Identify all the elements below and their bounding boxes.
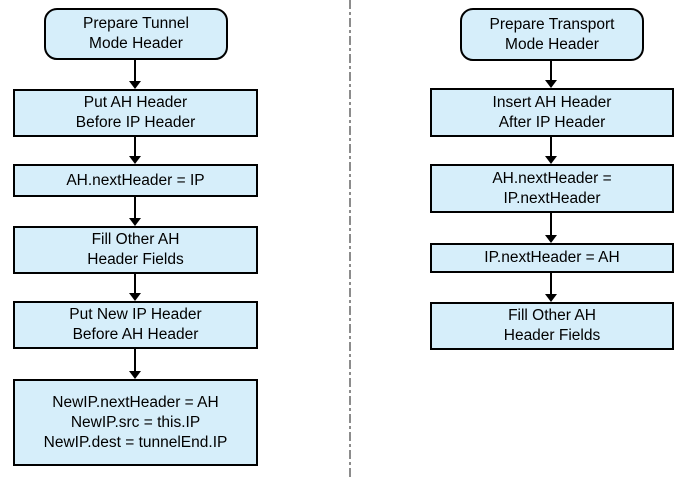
node-text-line: Prepare Tunnel <box>83 15 189 32</box>
node-text-line: NewIP.dest = tunnelEnd.IP <box>43 433 228 451</box>
node-put-ah-header-before-ip-header: Put AH Header Before IP Header <box>13 89 258 137</box>
flow-arrow <box>129 274 141 301</box>
node-ah-nextheader-ip: AH.nextHeader = IP <box>13 164 258 197</box>
column-divider <box>349 0 351 479</box>
arrow-shaft <box>134 349 136 373</box>
arrowhead-icon <box>545 294 557 302</box>
node-text-line: IP.nextHeader <box>503 189 601 207</box>
arrowhead-icon <box>129 156 141 164</box>
node-text-line: Put AH Header <box>83 94 188 111</box>
node-text-line: Before IP Header <box>75 114 196 131</box>
node-ip-nextheader-ah: IP.nextHeader = AH <box>430 243 674 273</box>
node-text-line: IP.nextHeader = AH <box>484 249 620 266</box>
node-text-line: Put New IP Header <box>69 306 202 323</box>
arrowhead-icon <box>129 293 141 301</box>
arrowhead-icon <box>129 218 141 226</box>
arrowhead-icon <box>545 80 557 88</box>
node-text-line: Insert AH Header <box>492 93 612 111</box>
arrowhead-icon <box>129 371 141 379</box>
node-text-line: Header Fields <box>87 251 184 268</box>
node-text-line: AH.nextHeader = IP <box>66 171 205 189</box>
node-text-line: Mode Header <box>89 35 183 52</box>
node-text-line: After IP Header <box>498 113 606 131</box>
arrow-shaft <box>550 213 552 237</box>
arrow-shaft <box>134 137 136 158</box>
node-prepare-transport-mode-header: Prepare Transport Mode Header <box>460 8 644 61</box>
node-fill-other-ah-header-fields-transport: Fill Other AH Header Fields <box>430 302 674 350</box>
arrowhead-icon <box>545 156 557 164</box>
arrow-shaft <box>550 273 552 296</box>
node-text-line: NewIP.src = this.IP <box>70 413 201 431</box>
flow-arrow <box>129 60 141 89</box>
flow-arrow <box>129 349 141 379</box>
arrow-shaft <box>134 197 136 220</box>
node-text-line: AH.nextHeader = <box>492 169 612 187</box>
node-insert-ah-header-after-ip-header: Insert AH Header After IP Header <box>430 88 674 137</box>
node-text-line: Fill Other AH <box>508 307 596 324</box>
node-text-line: NewIP.nextHeader = AH <box>52 393 219 411</box>
arrowhead-icon <box>129 81 141 89</box>
arrow-shaft <box>550 61 552 82</box>
node-ah-nextheader-ip-nextheader: AH.nextHeader = IP.nextHeader <box>430 164 674 213</box>
arrow-shaft <box>134 274 136 295</box>
flow-arrow <box>545 273 557 302</box>
arrow-shaft <box>134 60 136 83</box>
node-text-line: Fill Other AH <box>91 231 180 248</box>
flow-arrow <box>545 137 557 164</box>
arrowhead-icon <box>545 235 557 243</box>
node-text-line: Before AH Header <box>72 326 199 343</box>
arrow-shaft <box>550 137 552 158</box>
node-text-line: Header Fields <box>503 327 601 344</box>
node-text-line: Prepare Transport <box>489 15 615 33</box>
node-prepare-tunnel-mode-header: Prepare Tunnel Mode Header <box>44 8 228 60</box>
node-newip-assignments: NewIP.nextHeader = AH NewIP.src = this.I… <box>13 379 258 466</box>
flow-arrow <box>129 197 141 226</box>
flow-arrow <box>545 61 557 88</box>
node-fill-other-ah-header-fields-tunnel: Fill Other AH Header Fields <box>13 226 258 274</box>
node-put-new-ip-header-before-ah-header: Put New IP Header Before AH Header <box>13 301 258 349</box>
flow-arrow <box>129 137 141 164</box>
node-text-line: Mode Header <box>505 35 599 53</box>
flow-arrow <box>545 213 557 243</box>
